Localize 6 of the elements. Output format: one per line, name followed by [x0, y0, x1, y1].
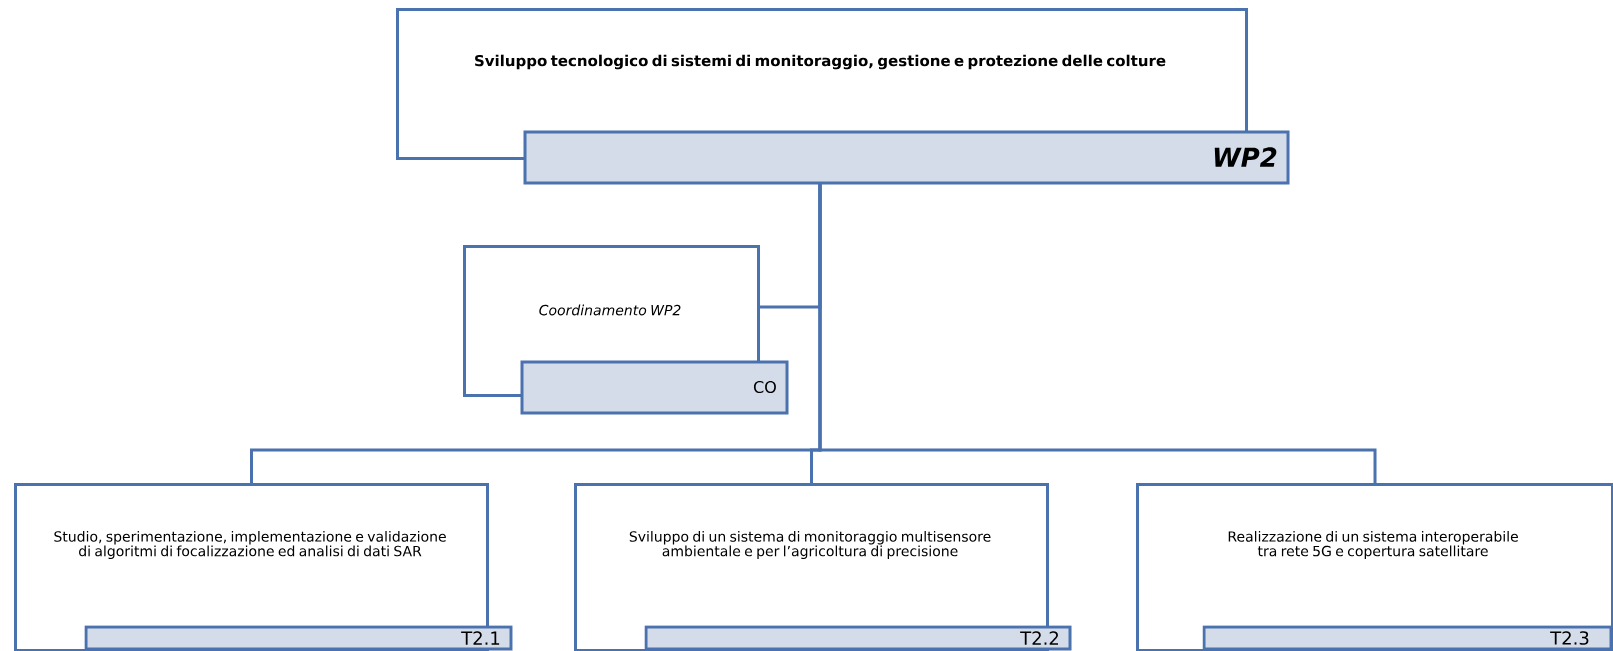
task-box: Studio, sperimentazione, implementazione e validazione di algoritmi di focalizzazione ed analisi di dati SAR T2.1	[14, 483, 513, 651]
connector-line	[818, 184, 1377, 483]
task-box: Realizzazione di un sistema interoperabile tra rete 5G e copertura satellitare T2.3	[1136, 483, 1613, 651]
coordination-box: Coordinamento WP2 CO	[463, 245, 789, 415]
work-package-box: Sviluppo tecnologico di sistemi di monitoraggio, gestione e protezione delle colture WP2	[396, 8, 1290, 185]
task-box: Sviluppo di un sistema di monitoraggio multisensore ambientale e per l’agricoltura di precisione T2.2	[574, 483, 1072, 651]
